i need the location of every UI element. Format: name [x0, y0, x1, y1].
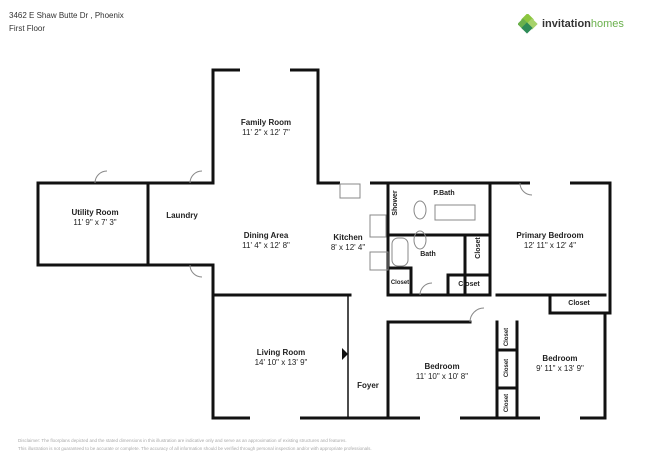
stove-icon [369, 214, 387, 238]
closet-bath: Closet [458, 281, 480, 288]
entry-arrow-icon [342, 348, 348, 360]
logo-word1: invitation [542, 18, 591, 30]
room-foyer: Foyer [357, 381, 379, 390]
closet-primary: Closet [568, 300, 590, 307]
room-pbath: P.Bath [433, 190, 455, 197]
disclaimer-line-1: Disclaimer: The floorplans depicted and … [18, 438, 347, 443]
bathtub-icon [391, 237, 409, 267]
closet-bedroom-c: Closet [504, 393, 510, 413]
toilet-icon [413, 200, 427, 220]
vanity-icon [434, 204, 476, 221]
logo-icon [518, 14, 538, 34]
closet-bedroom-a: Closet [504, 327, 510, 347]
closet-bedroom-b: Closet [504, 358, 510, 378]
toilet-icon [413, 230, 427, 250]
door-swing [94, 170, 108, 184]
fixtures [94, 170, 533, 323]
sink-icon [339, 183, 361, 199]
room-bath: Bath [420, 251, 436, 258]
logo: invitationhomes [518, 14, 624, 34]
logo-word2: homes [590, 18, 624, 30]
closet-primary-side: Closet [475, 237, 482, 259]
closet-hall: Closet [390, 280, 410, 286]
room-laundry: Laundry [166, 211, 198, 220]
walls [36, 68, 612, 420]
room-shower: Shower [392, 190, 399, 216]
disclaimer-line-2: This illustration is not guaranteed to b… [18, 446, 372, 451]
address: 3462 E Shaw Butte Dr , Phoenix [9, 11, 124, 20]
fridge-icon [369, 251, 389, 271]
floor-label: First Floor [9, 24, 45, 33]
